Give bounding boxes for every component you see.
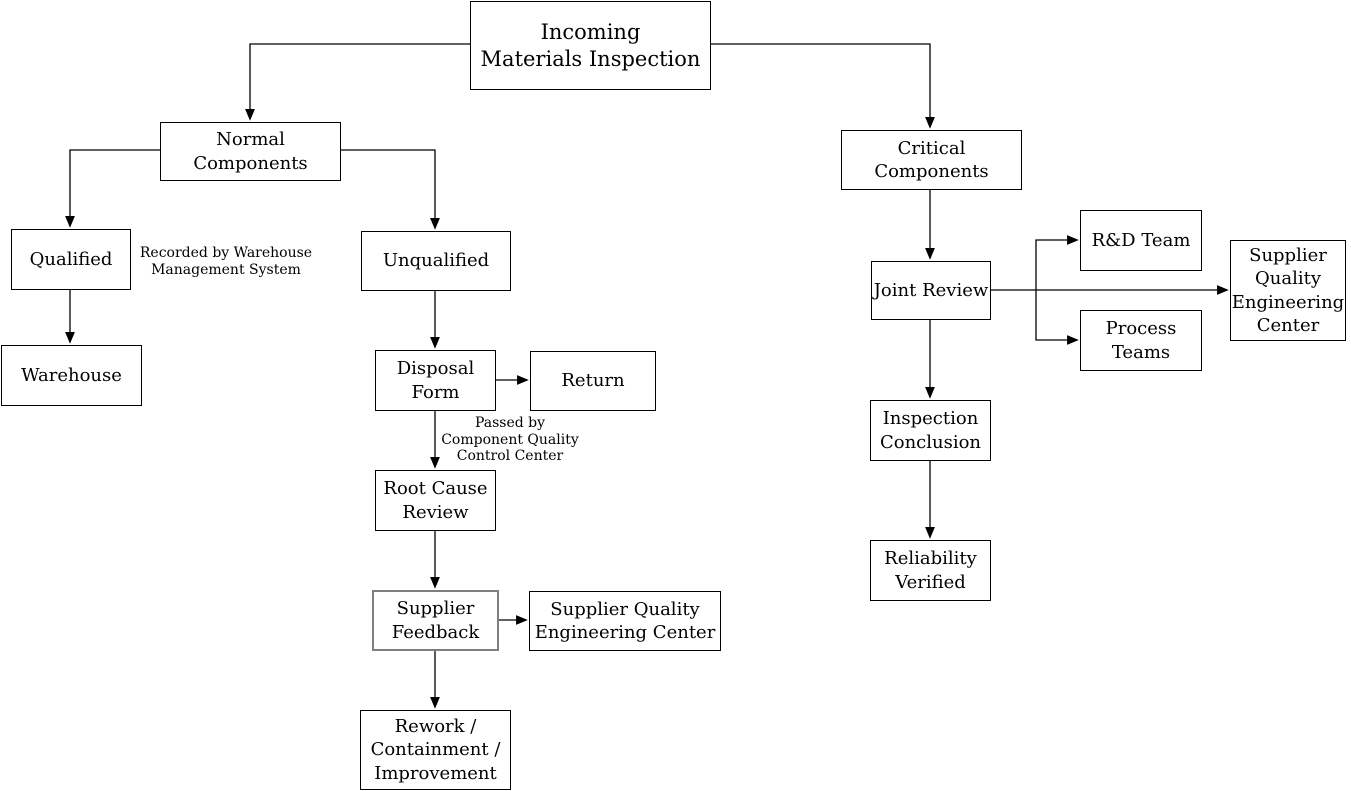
node-supplier-quality-engineering-center-2: Supplier Quality Engineering Center <box>1230 240 1346 341</box>
node-rd-team: R&D Team <box>1080 210 1202 271</box>
annotation-recorded-by-warehouse: Recorded by Warehouse Management System <box>139 245 313 278</box>
node-reliability-verified: Reliability Verified <box>870 540 991 601</box>
node-root-cause-review: Root Cause Review <box>375 470 496 531</box>
node-unqualified: Unqualified <box>361 231 511 291</box>
node-qualified: Qualified <box>11 229 131 290</box>
node-inspection-conclusion: Inspection Conclusion <box>870 400 991 461</box>
edge-normal-to-unqualified <box>340 149 440 230</box>
annotation-passed-by-component-quality: Passed by Component Quality Control Cent… <box>441 415 579 465</box>
node-return: Return <box>530 351 656 411</box>
node-incoming-materials-inspection: Incoming Materials Inspection <box>470 1 711 90</box>
node-critical-components: Critical Components <box>841 130 1022 190</box>
edge-normal-to-qualified <box>65 149 160 228</box>
edge-joint-review-to-process-teams <box>1035 290 1079 345</box>
edge-joint-review-to-rd-team <box>1035 235 1079 290</box>
node-supplier-feedback: Supplier Feedback <box>372 590 499 651</box>
node-process-teams: Process Teams <box>1080 310 1202 371</box>
node-joint-review: Joint Review <box>871 261 991 320</box>
node-supplier-quality-engineering-center: Supplier Quality Engineering Center <box>529 591 721 651</box>
edge-incoming-to-normal-components <box>245 43 470 121</box>
node-disposal-form: Disposal Form <box>375 350 496 411</box>
edge-incoming-to-critical-components <box>710 43 935 129</box>
node-rework-containment-improvement: Rework / Containment / Improvement <box>360 710 511 790</box>
node-warehouse: Warehouse <box>1 345 142 406</box>
node-normal-components: Normal Components <box>160 122 341 181</box>
